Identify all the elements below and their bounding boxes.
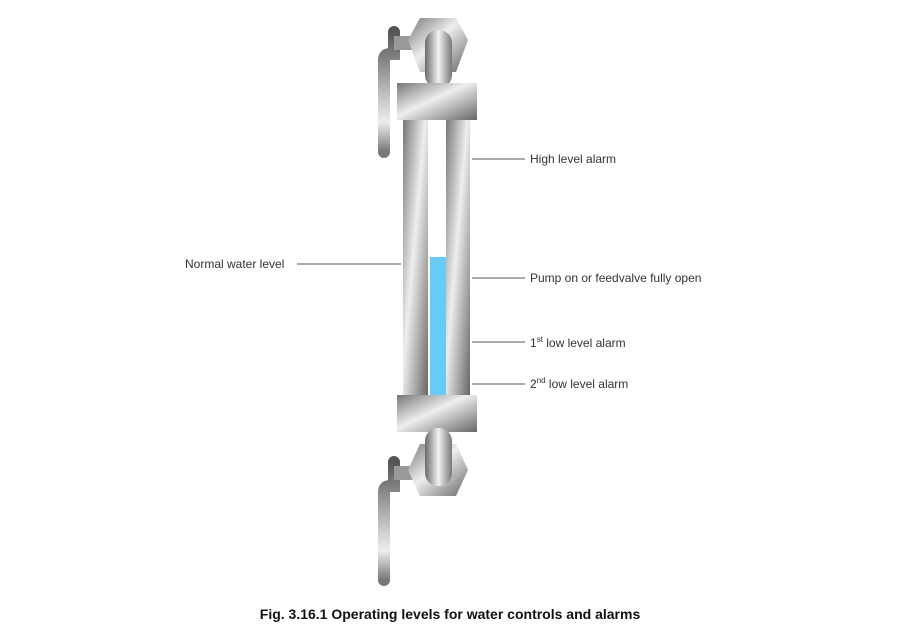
bottom-valve-handle [378,456,414,586]
second-low-level-alarm-label: 2nd low level alarm [530,376,628,391]
normal-water-level-label: Normal water level [185,257,285,271]
figure-caption: Fig. 3.16.1 Operating levels for water c… [259,606,641,622]
left-column [403,120,428,395]
bottom-block [397,395,477,432]
ordinal-number: 2 [530,377,537,391]
top-block [397,83,477,120]
bottom-pipe [425,428,452,486]
ordinal-suffix: st [536,335,543,344]
label-text: low level alarm [542,336,626,350]
top-pipe [425,30,452,88]
label-text: low level alarm [545,377,629,391]
water-level [430,257,446,395]
high-level-alarm-label: High level alarm [530,152,617,166]
right-column [446,120,470,395]
ordinal-number: 1 [530,336,537,350]
leader-lines [297,158,525,385]
first-low-level-alarm-label: 1st low level alarm [530,335,626,350]
pump-on-label: Pump on or feedvalve fully open [530,271,702,285]
ordinal-suffix: nd [536,376,546,385]
